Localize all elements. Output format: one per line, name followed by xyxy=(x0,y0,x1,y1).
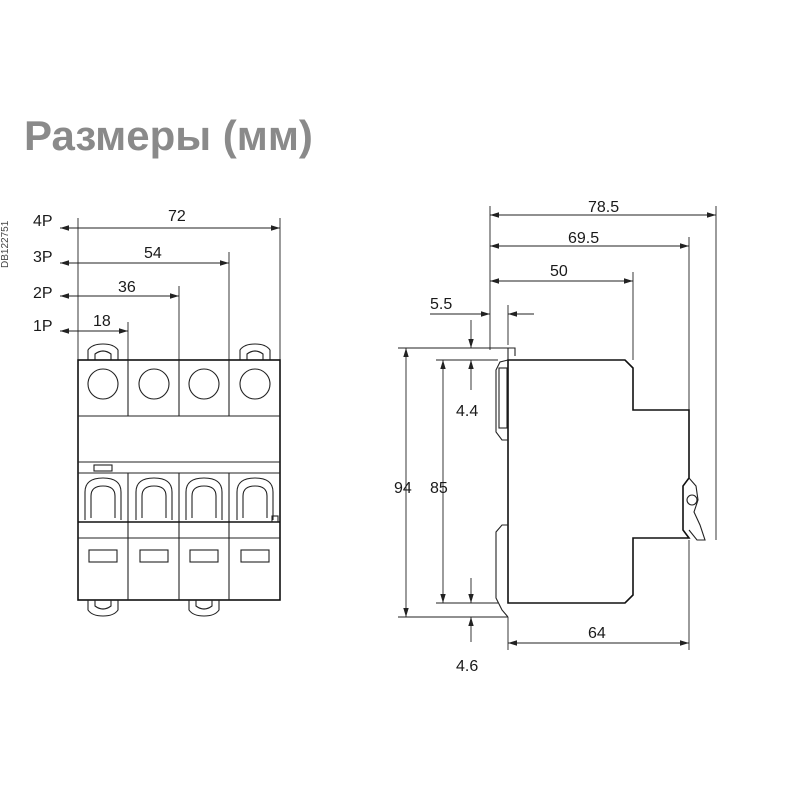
bottom-clip-left xyxy=(87,600,119,617)
top-clip-right xyxy=(239,343,271,360)
side-toggle-lever xyxy=(688,477,706,541)
clip-slot xyxy=(498,367,508,429)
front-lock-mark xyxy=(271,515,279,523)
terminal-screw-3 xyxy=(188,368,220,400)
offset-label-4-4: 4.4 xyxy=(456,403,478,420)
top-clip-left-inner xyxy=(94,350,112,360)
terminal-screw-1 xyxy=(87,368,119,400)
width-label-18: 18 xyxy=(93,313,111,330)
front-view: 4P 3P 2P 1P 72 54 36 18 xyxy=(33,208,281,617)
width-label-36: 36 xyxy=(118,279,136,296)
din-rail-clip xyxy=(495,347,516,441)
din-rail-clip-bottom xyxy=(495,524,509,618)
side-profile-body xyxy=(507,359,691,604)
drawing-code: DB122751 xyxy=(0,220,11,268)
top-clip-left xyxy=(87,343,119,360)
toggle-3 xyxy=(185,477,223,520)
bottom-clip-mid xyxy=(188,600,220,617)
label-window-1 xyxy=(88,549,118,563)
depth-label-50: 50 xyxy=(550,263,568,280)
label-window-2 xyxy=(139,549,169,563)
offset-label-4-6: 4.6 xyxy=(456,658,478,675)
toggle-1 xyxy=(84,477,122,520)
depth-label-78-5: 78.5 xyxy=(588,199,619,216)
side-view: 78.5 69.5 50 5.5 94 85 4.4 4.6 xyxy=(394,199,717,675)
width-label-54: 54 xyxy=(144,245,162,262)
depth-label-5-5: 5.5 xyxy=(430,296,452,313)
terminal-screw-2 xyxy=(138,368,170,400)
page-title: Размеры (мм) xyxy=(24,112,313,159)
bottom-clip-mid-inner xyxy=(195,600,213,610)
depth-label-69-5: 69.5 xyxy=(568,230,599,247)
pole-label-2p: 2P xyxy=(33,285,53,302)
base-depth-label-64: 64 xyxy=(588,625,606,642)
lever-pivot xyxy=(686,494,698,506)
front-window xyxy=(93,464,113,472)
height-label-85: 85 xyxy=(430,480,448,497)
label-window-3 xyxy=(189,549,219,563)
height-label-94: 94 xyxy=(394,480,412,497)
toggle-2 xyxy=(135,477,173,520)
pole-label-1p: 1P xyxy=(33,318,53,335)
bottom-clip-left-inner xyxy=(94,600,112,610)
label-window-4 xyxy=(240,549,270,563)
pole-label-4p: 4P xyxy=(33,213,53,230)
pole-label-3p: 3P xyxy=(33,249,53,266)
top-clip-right-inner xyxy=(246,350,264,360)
terminal-screw-4 xyxy=(239,368,271,400)
width-label-72: 72 xyxy=(168,208,186,225)
toggle-4 xyxy=(236,477,274,520)
